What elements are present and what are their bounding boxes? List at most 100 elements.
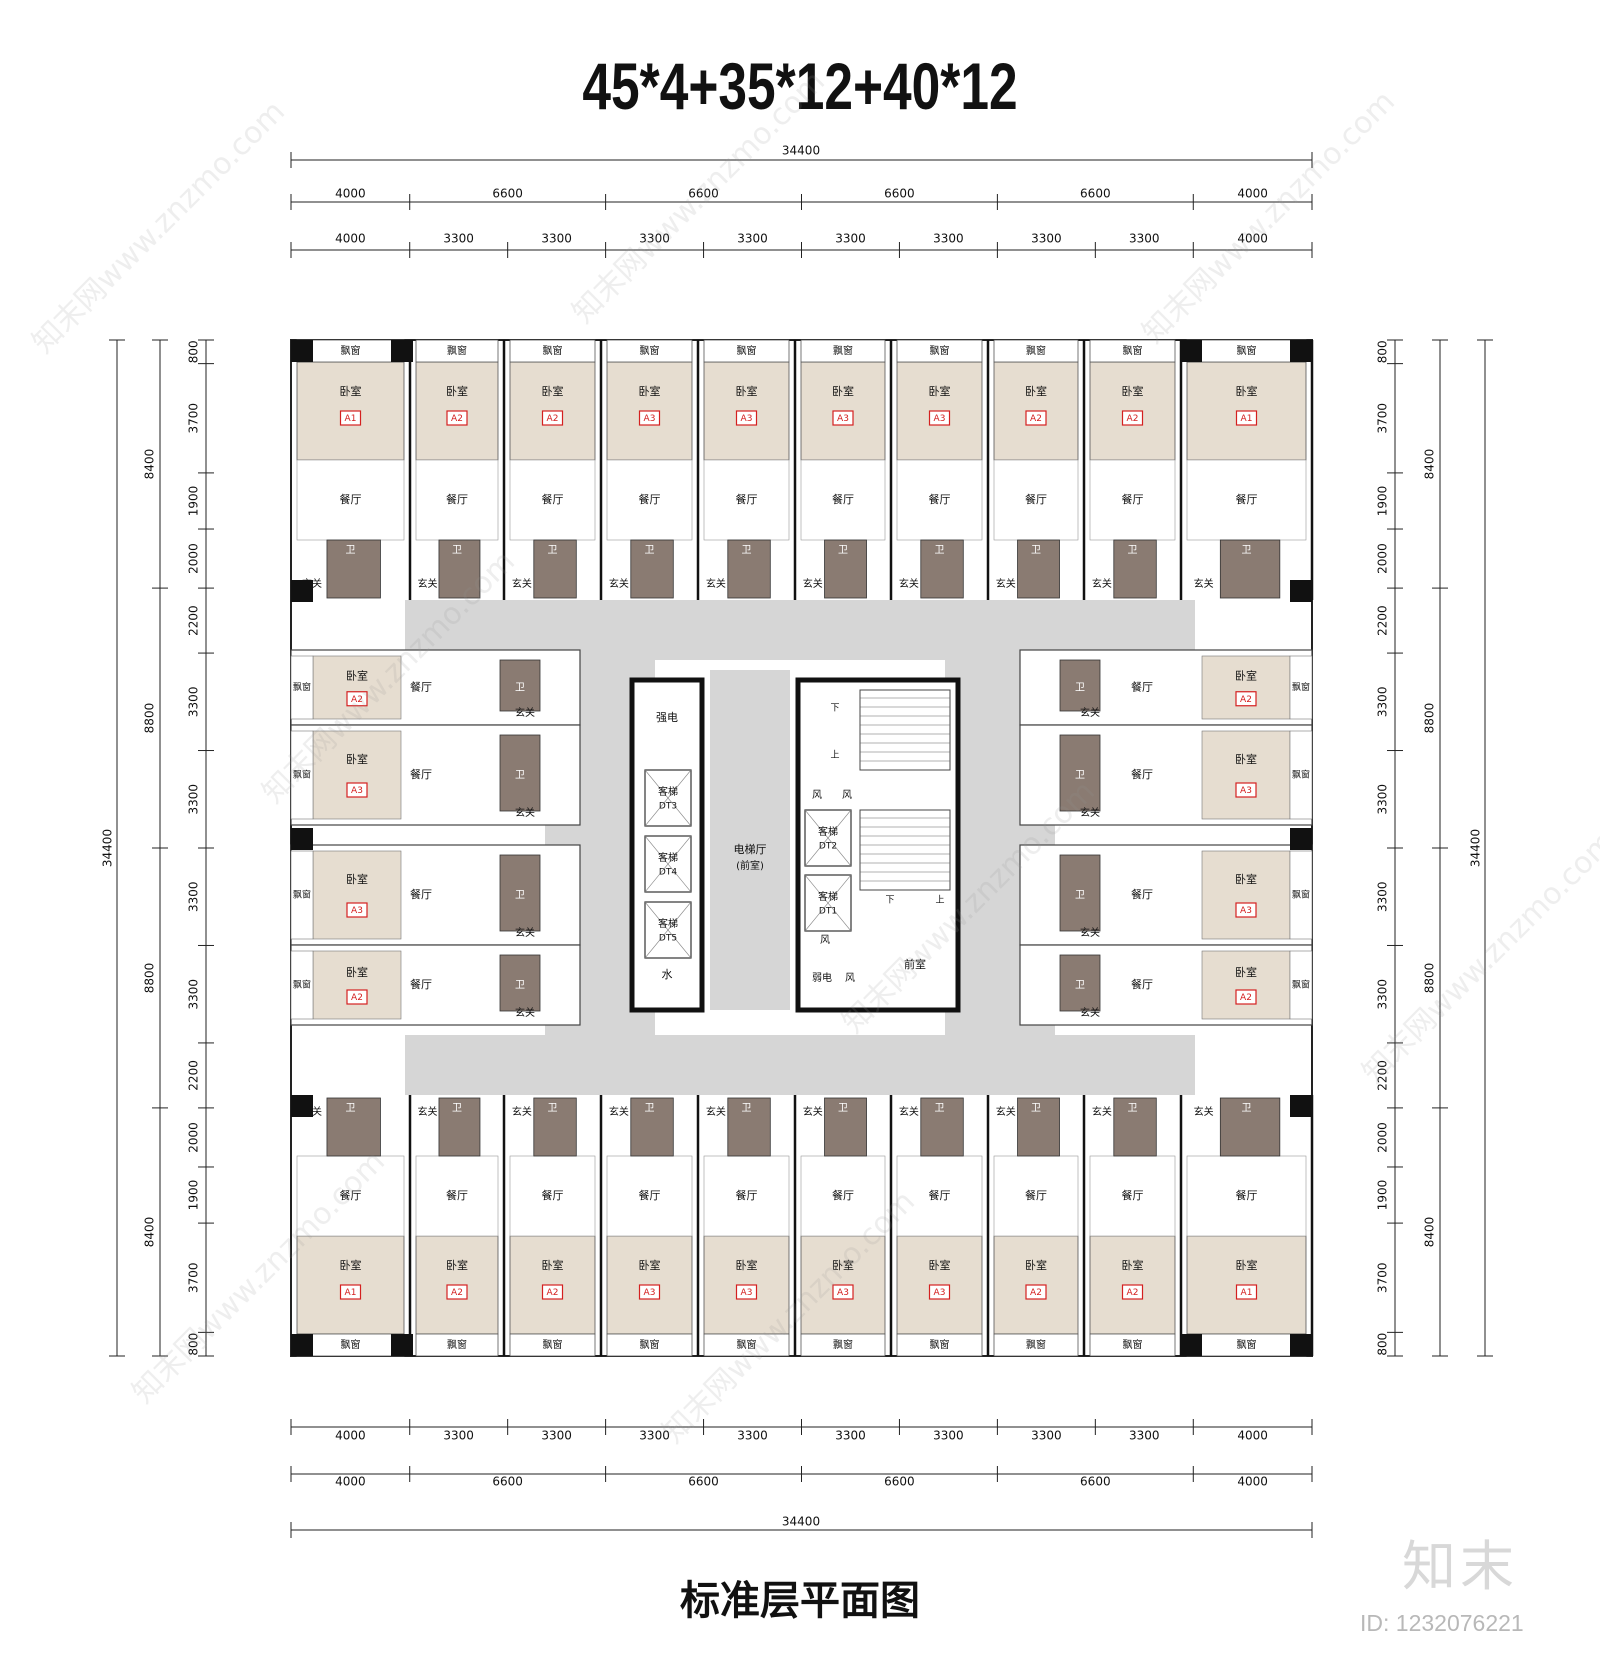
bay-window: [1089, 339, 1176, 363]
dim-left-inner-label: 2200: [187, 605, 201, 636]
elevator-lobby-sub-label: (前室): [736, 859, 764, 872]
bay-window: [606, 1333, 693, 1357]
dim-right-total-label: 34400: [1469, 829, 1483, 867]
dim-bottom-total-label: 34400: [782, 1515, 820, 1529]
elevator-label: 客梯: [658, 851, 678, 864]
bay-window: [703, 339, 790, 363]
bedroom-label: 卧室: [639, 384, 661, 398]
unit-type-label: A2: [351, 993, 363, 1003]
bathroom-label: 卫: [1128, 1103, 1138, 1114]
dim-top-inner-label: 3300: [639, 232, 670, 246]
bay-window: [993, 1333, 1079, 1357]
entry-label: 玄关: [515, 926, 535, 939]
unit-type-label: A3: [1240, 786, 1252, 796]
structural-column: [291, 828, 313, 850]
unit-type-tag: [1235, 691, 1257, 707]
bay-window: [1289, 850, 1313, 940]
entry-label: 玄关: [996, 577, 1016, 590]
wind-shaft-label: 风: [845, 972, 855, 984]
unit-type-label: A3: [351, 906, 363, 916]
structural-column: [1290, 1095, 1312, 1117]
bathroom: [1059, 734, 1101, 812]
dim-bottom-outer-label: 6600: [492, 1475, 523, 1489]
stair-up-label: 上: [935, 895, 944, 906]
stair-south: [859, 809, 951, 891]
dining-area: [703, 1155, 790, 1237]
unit-type-tag: [1025, 410, 1047, 426]
dim-bottom-inner-label: 3300: [737, 1429, 768, 1443]
structural-column: [1180, 340, 1202, 362]
bathroom: [1059, 659, 1101, 712]
dim-left-mid-label: 8800: [143, 703, 157, 734]
elevator-label: 客梯: [658, 917, 678, 930]
bathroom: [533, 1097, 577, 1157]
elevator-cross: [804, 874, 852, 932]
bay-window-label: 飘窗: [930, 1338, 950, 1351]
dim-top-inner-label: 3300: [541, 232, 572, 246]
bathroom-label: 卫: [742, 1103, 752, 1114]
bathroom-label: 卫: [935, 1103, 945, 1114]
bay-window: [290, 950, 314, 1020]
dining-label: 餐厅: [832, 492, 854, 506]
dining-label: 餐厅: [639, 492, 661, 506]
dim-top-inner-label: 3300: [737, 232, 768, 246]
bay-window-label: 飘窗: [543, 1338, 563, 1351]
unit-type-label: A1: [1241, 414, 1253, 424]
bedroom-label: 卧室: [346, 965, 368, 979]
dim-bottom-inner-label: 3300: [835, 1429, 866, 1443]
unit-type-label: A3: [837, 1288, 849, 1298]
bay-window: [290, 730, 314, 820]
strong-electric-room-label: 强电: [656, 711, 678, 724]
dining-area: [606, 459, 693, 541]
dim-left-mid-label: 8800: [143, 963, 157, 994]
dim-right-inner-label: 3300: [1376, 687, 1390, 718]
corridor-south: [405, 1035, 1195, 1095]
dim-top-outer-label: 6600: [492, 187, 523, 201]
bathroom-label: 卫: [548, 545, 558, 556]
elevator-id: DT2: [819, 842, 837, 852]
bathroom-label: 卫: [452, 1103, 462, 1114]
unit-type-label: A3: [1240, 906, 1252, 916]
unit-type-tag: [1235, 410, 1258, 426]
bathroom: [499, 954, 541, 1012]
bedroom-label: 卧室: [542, 384, 564, 398]
bedroom-label: 卧室: [1235, 872, 1257, 886]
dim-left-inner-label: 2000: [187, 543, 201, 574]
bathroom-label: 卫: [548, 1103, 558, 1114]
bathroom-label: 卫: [1075, 890, 1085, 901]
bedroom-label: 卧室: [340, 384, 362, 398]
unit-type-tag: [346, 902, 368, 918]
stair-up-label: 上: [830, 750, 839, 761]
dim-right-inner-label: 2200: [1376, 1060, 1390, 1091]
bay-window: [290, 655, 314, 720]
bay-window-label: 飘窗: [1026, 1338, 1046, 1351]
bedroom: [312, 730, 402, 820]
dining-area: [606, 1155, 693, 1237]
bedroom-label: 卧室: [1122, 384, 1144, 398]
bathroom: [1219, 539, 1281, 599]
elevator-cross: [644, 769, 692, 827]
dim-right-inner-label: 2000: [1376, 1122, 1390, 1153]
bay-window-label: 飘窗: [1292, 889, 1310, 901]
unit-type-tag: [638, 1284, 661, 1300]
unit-type-label: A3: [644, 414, 656, 424]
bedroom-label: 卧室: [736, 1258, 758, 1272]
bay-window-label: 飘窗: [1292, 979, 1310, 991]
dim-bottom-outer-label: 6600: [884, 1475, 915, 1489]
unit-type-tag: [1121, 1284, 1144, 1300]
bedroom-label: 卧室: [346, 668, 368, 682]
dim-right-mid-label: 8800: [1423, 963, 1437, 994]
bathroom-label: 卫: [645, 545, 655, 556]
dining-label: 餐厅: [929, 1188, 951, 1202]
unit-type-label: A3: [644, 1288, 656, 1298]
dining-label: 餐厅: [1236, 1188, 1258, 1202]
bay-window: [896, 1333, 983, 1357]
unit-type-label: A3: [351, 786, 363, 796]
bay-window: [1289, 950, 1313, 1020]
unit-type-tag: [339, 410, 362, 426]
dim-bottom-inner-label: 3300: [639, 1429, 670, 1443]
bathroom-label: 卫: [346, 545, 356, 556]
dining-area: [703, 459, 790, 541]
bathroom: [438, 539, 481, 599]
dim-right-inner-label: 2000: [1376, 543, 1390, 574]
